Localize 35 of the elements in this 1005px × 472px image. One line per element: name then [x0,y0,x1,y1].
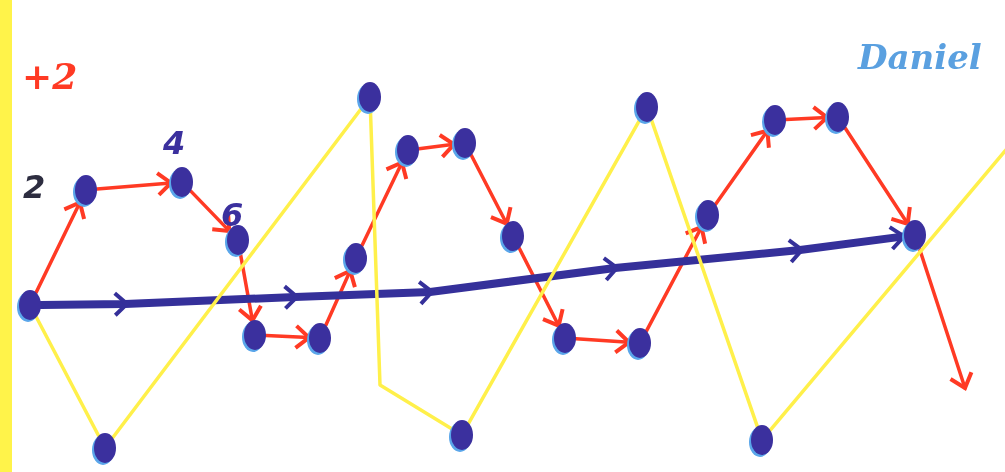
dot-number: 2 [23,171,46,203]
arrow [517,246,565,328]
arrow [469,153,513,226]
signature: Daniel [858,40,982,74]
dot [554,323,576,353]
dot-number: 4 [163,127,186,159]
dot [502,221,524,251]
dot [397,135,419,165]
dot [764,105,786,135]
dot-number: 6 [221,199,244,231]
connecting-line [649,118,760,429]
dot [309,323,331,353]
connecting-line [34,315,101,438]
dot [636,92,658,122]
dot [19,290,41,320]
arrow [713,129,771,206]
arrow [238,252,263,323]
arrow [644,225,707,333]
arrow [34,200,86,295]
arrow [360,160,409,248]
arrow [843,126,912,226]
dot [827,102,849,132]
dot [359,82,381,112]
dot [751,425,773,455]
arrow [189,189,231,233]
dot [244,320,266,350]
dot [697,200,719,230]
dot [345,243,367,273]
dot [454,128,476,158]
handwritten-note: +2 [22,58,78,94]
dot [451,420,473,450]
dot [904,220,926,250]
arrow [324,269,357,327]
dot [629,328,651,358]
dot [94,433,116,463]
